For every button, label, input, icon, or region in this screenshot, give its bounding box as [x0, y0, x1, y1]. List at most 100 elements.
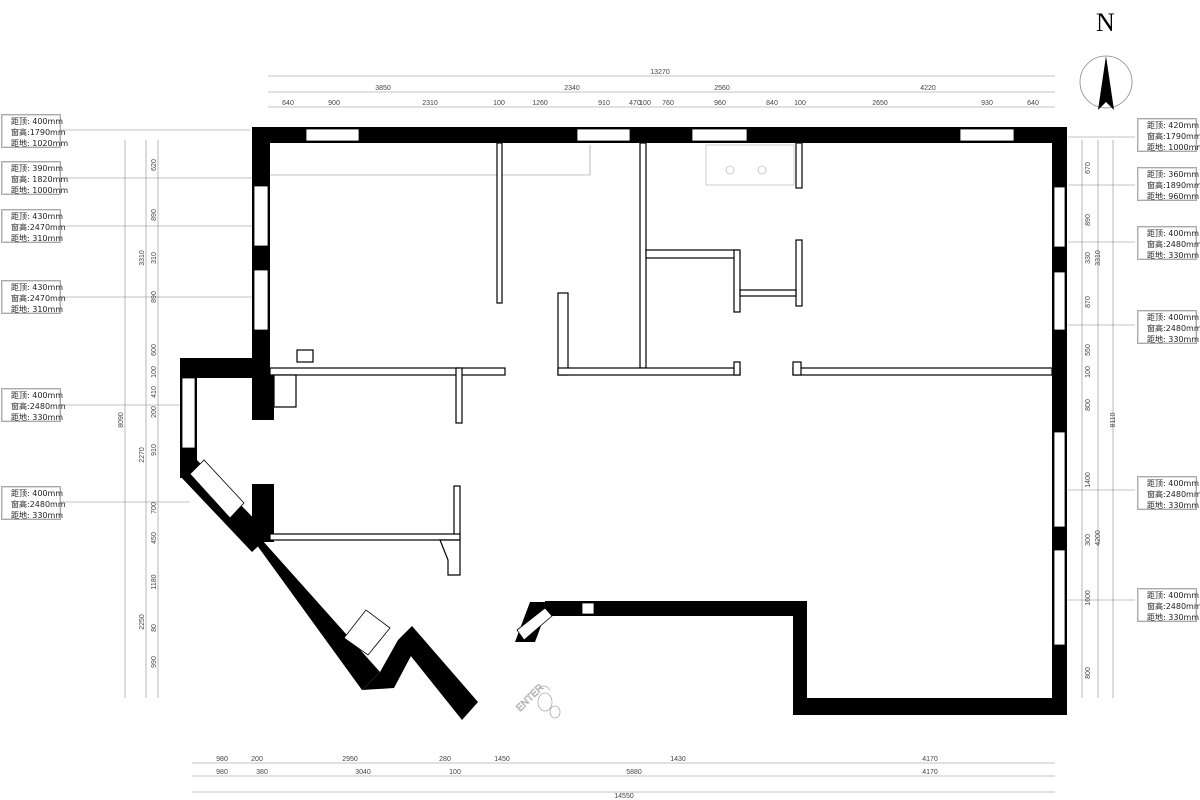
dimension-label: 3310: [139, 250, 146, 266]
window-note-top: 距顶: 400mm: [1147, 591, 1200, 600]
dimension-label: 760: [662, 100, 674, 107]
dimension-label: 200: [251, 756, 263, 763]
window-note-top: 距顶: 400mm: [11, 117, 64, 126]
dimension-label: 620: [151, 159, 158, 171]
dimension-label: 100: [1085, 366, 1092, 378]
window-note-height: 窗高:2480mm: [1147, 602, 1200, 611]
dimension-label: 1450: [494, 756, 510, 763]
dimension-label: 4220: [920, 85, 936, 92]
dimension-label: 8110: [1110, 412, 1117, 427]
interior-walls: [269, 142, 1053, 576]
window-note-floor: 距地: 330mm: [11, 511, 64, 520]
dimension-label: 8090: [118, 412, 125, 428]
compass-north-label: N: [1096, 8, 1115, 37]
dimension-label: 910: [151, 444, 158, 456]
window-note-top: 距顶: 390mm: [11, 164, 64, 173]
left-inner-dimensions: 6208903108906001004102009107004501180809…: [151, 159, 158, 668]
window-note-floor: 距地: 1000mm: [11, 186, 69, 195]
window-note-top: 距顶: 430mm: [11, 283, 64, 292]
window-note-height: 窗高:2480mm: [1147, 240, 1200, 249]
window-note-top: 距顶: 430mm: [11, 212, 64, 221]
dimension-label: 100: [794, 100, 806, 107]
window-note-floor: 距地: 310mm: [11, 305, 64, 314]
window-note: 距顶: 400mm 窗高:2480mm 距地: 330mm: [1137, 476, 1200, 510]
window-note-height: 窗高:1890mm: [1147, 181, 1200, 190]
window-note-floor: 距地: 330mm: [11, 413, 64, 422]
window-note-top: 距顶: 400mm: [1147, 229, 1200, 238]
dimension-label: 550: [1085, 344, 1092, 356]
dimension-label: 14550: [614, 793, 634, 800]
dimension-label: 3040: [355, 769, 371, 776]
window-note: 距顶: 400mm 窗高:2480mm 距地: 330mm: [1137, 226, 1200, 260]
window-note-height: 窗高:2470mm: [11, 294, 66, 303]
dimension-label: 3850: [375, 85, 391, 92]
dimension-label: 2270: [139, 447, 146, 463]
dimension-label: 200: [151, 406, 158, 418]
window-note-height: 窗高:1790mm: [1147, 132, 1200, 141]
dimension-label: 450: [151, 532, 158, 544]
window-note-floor: 距地: 330mm: [1147, 613, 1200, 622]
dimension-label: 870: [1085, 296, 1092, 308]
window-note: 距顶: 400mm 窗高:2480mm 距地: 330mm: [1137, 588, 1200, 622]
dimension-label: 80: [151, 624, 158, 632]
dimension-label: 980: [216, 756, 228, 763]
dimension-label: 280: [439, 756, 451, 763]
dimension-label: 930: [981, 100, 993, 107]
exterior-walls: [180, 127, 1067, 720]
dimension-label: 890: [151, 209, 158, 221]
window-note-floor: 距地: 330mm: [1147, 251, 1200, 260]
left-mid-dimensions: 3310 2270 2250: [139, 250, 146, 630]
dimension-label: 670: [1085, 162, 1092, 174]
dimension-label: 1400: [1085, 472, 1092, 488]
sink-fixture: [705, 144, 795, 186]
window-note-floor: 距地: 330mm: [1147, 501, 1200, 510]
dimension-label: 840: [766, 100, 778, 107]
dimension-label: 800: [1085, 399, 1092, 411]
dimension-label: 960: [714, 100, 726, 107]
dimension-label: 380: [256, 769, 268, 776]
window-note-floor: 距地: 310mm: [11, 234, 64, 243]
top-overall-dimensions: 13270: [650, 69, 670, 76]
window-note-top: 距顶: 400mm: [11, 489, 64, 498]
entrance-footprints-icon: [537, 685, 561, 719]
dimension-label: 310: [151, 252, 158, 264]
window-note: 距顶: 430mm 窗高:2470mm 距地: 310mm: [1, 280, 66, 314]
right-outer-dimensions: 8110: [1110, 412, 1117, 427]
dimension-label: 640: [282, 100, 294, 107]
dimension-label: 980: [216, 769, 228, 776]
dimension-label: 2310: [422, 100, 438, 107]
dimension-label: 990: [151, 656, 158, 668]
window-note-height: 窗高:1790mm: [11, 128, 66, 137]
dimension-label: 3310: [1095, 250, 1102, 266]
window-note-top: 距顶: 400mm: [1147, 479, 1200, 488]
window-note-height: 窗高:2480mm: [1147, 490, 1200, 499]
dimension-label: 2250: [139, 614, 146, 630]
dimension-label: 1260: [532, 100, 548, 107]
window-note-height: 窗高:2470mm: [11, 223, 66, 232]
dimension-label: 410: [151, 386, 158, 398]
window-note-floor: 距地: 1000mm: [1147, 143, 1200, 152]
dimension-label: 2340: [564, 85, 580, 92]
dimension-label: 4170: [922, 756, 938, 763]
window-note-height: 窗高:2480mm: [1147, 324, 1200, 333]
windows: [181, 128, 1066, 656]
dimension-label: 890: [1085, 214, 1092, 226]
dimension-label: 2560: [714, 85, 730, 92]
window-note-floor: 距地: 960mm: [1147, 192, 1200, 201]
dimension-label: 330: [1085, 252, 1092, 264]
dimension-label: 600: [151, 344, 158, 356]
dimension-label: 100: [493, 100, 505, 107]
bottom-overall-dimensions: 14550: [614, 793, 634, 800]
dimension-label: 4170: [922, 769, 938, 776]
dimension-label: 100: [151, 366, 158, 378]
